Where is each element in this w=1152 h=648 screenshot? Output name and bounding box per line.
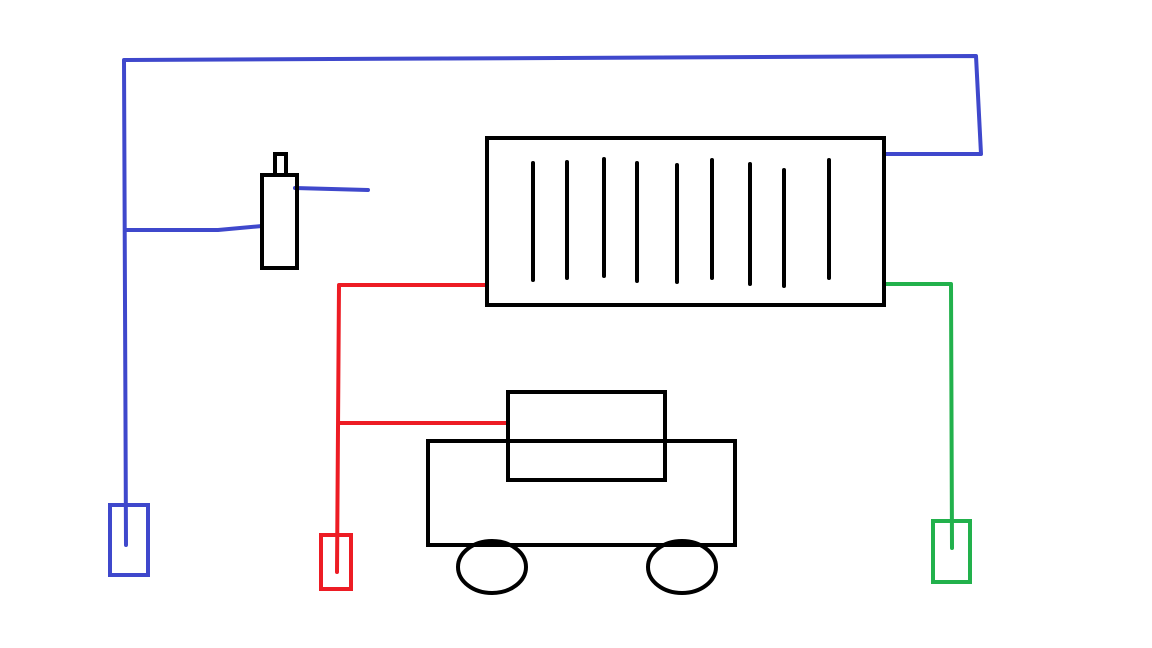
- green-wire: [883, 282, 954, 550]
- cart-wheel-right: [646, 539, 718, 595]
- green-terminal: [931, 519, 972, 584]
- blue-wire-cylinder-branch: [124, 224, 264, 232]
- cart-wheel-left: [456, 539, 528, 595]
- cart: [426, 390, 737, 595]
- blue-wire-main: [122, 54, 983, 547]
- cylinder: [260, 152, 299, 270]
- blue-wire-cylinder-outlet: [293, 186, 370, 192]
- radiator-unit: [485, 136, 886, 307]
- red-wire: [335, 283, 510, 574]
- green-wire-main: [883, 282, 954, 550]
- cart-top-box: [506, 390, 667, 482]
- radiator-fins: [531, 157, 831, 288]
- red-terminal: [319, 533, 353, 591]
- blue-wire: [122, 54, 983, 547]
- blue-terminal: [108, 503, 150, 577]
- red-wire-main: [335, 283, 489, 574]
- radiator-body: [485, 136, 886, 307]
- cylinder-body: [260, 173, 299, 270]
- cart-body: [426, 439, 737, 547]
